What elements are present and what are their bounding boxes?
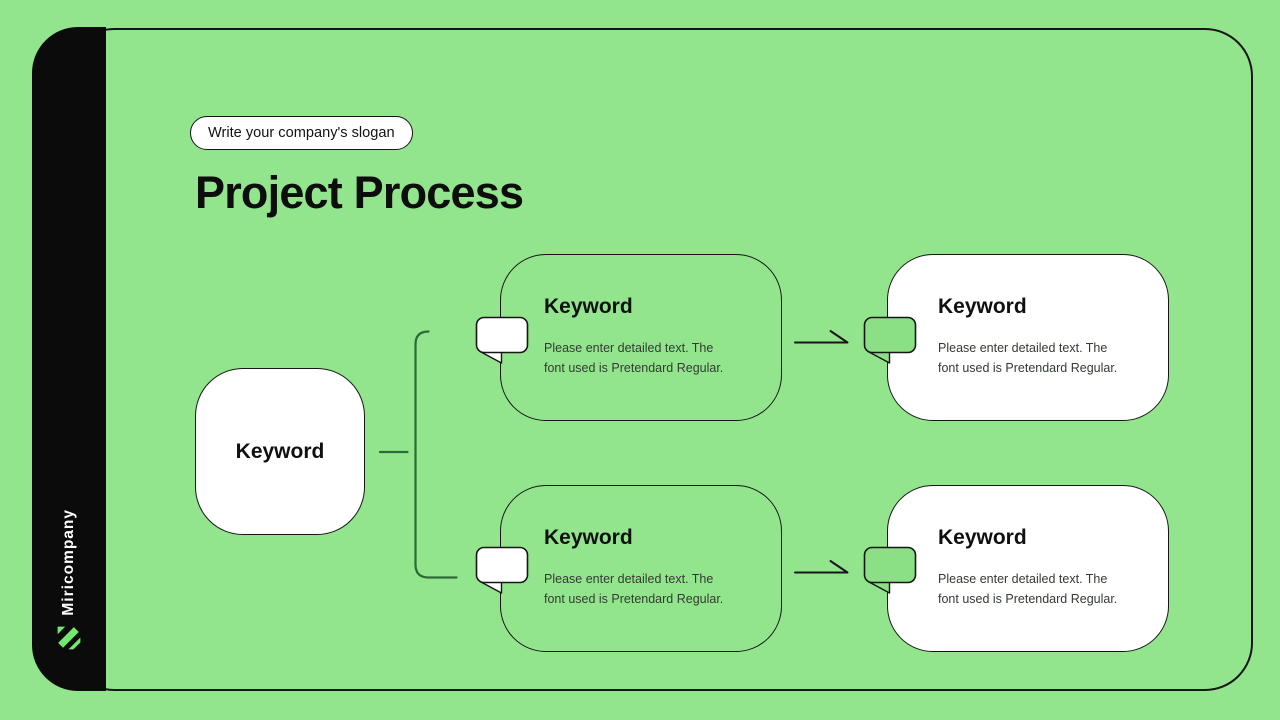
card-title: Keyword — [544, 295, 633, 318]
result-card-1[interactable]: Keyword Please enter detailed text. The … — [887, 254, 1169, 421]
card-body: Please enter detailed text. The font use… — [938, 572, 1118, 606]
sidebar-brand: Miricompany — [32, 509, 106, 651]
step-card-2[interactable]: Keyword Please enter detailed text. The … — [500, 485, 782, 652]
root-keyword-card[interactable]: Keyword — [195, 368, 365, 535]
slogan-badge[interactable]: Write your company's slogan — [190, 116, 413, 150]
sidebar: Miricompany — [32, 27, 106, 691]
company-name-vertical: Miricompany — [60, 509, 77, 616]
step-card-1[interactable]: Keyword Please enter detailed text. The … — [500, 254, 782, 421]
card-title: Keyword — [938, 295, 1027, 318]
card-body: Please enter detailed text. The font use… — [544, 572, 724, 606]
card-title: Keyword — [544, 526, 633, 549]
card-title: Keyword — [938, 526, 1027, 549]
root-keyword-label: Keyword — [235, 439, 325, 463]
card-body: Please enter detailed text. The font use… — [938, 341, 1118, 375]
miri-logo-icon — [57, 626, 81, 650]
slide-title[interactable]: Project Process — [195, 167, 524, 218]
card-body: Please enter detailed text. The font use… — [544, 341, 724, 375]
result-card-2[interactable]: Keyword Please enter detailed text. The … — [887, 485, 1169, 652]
